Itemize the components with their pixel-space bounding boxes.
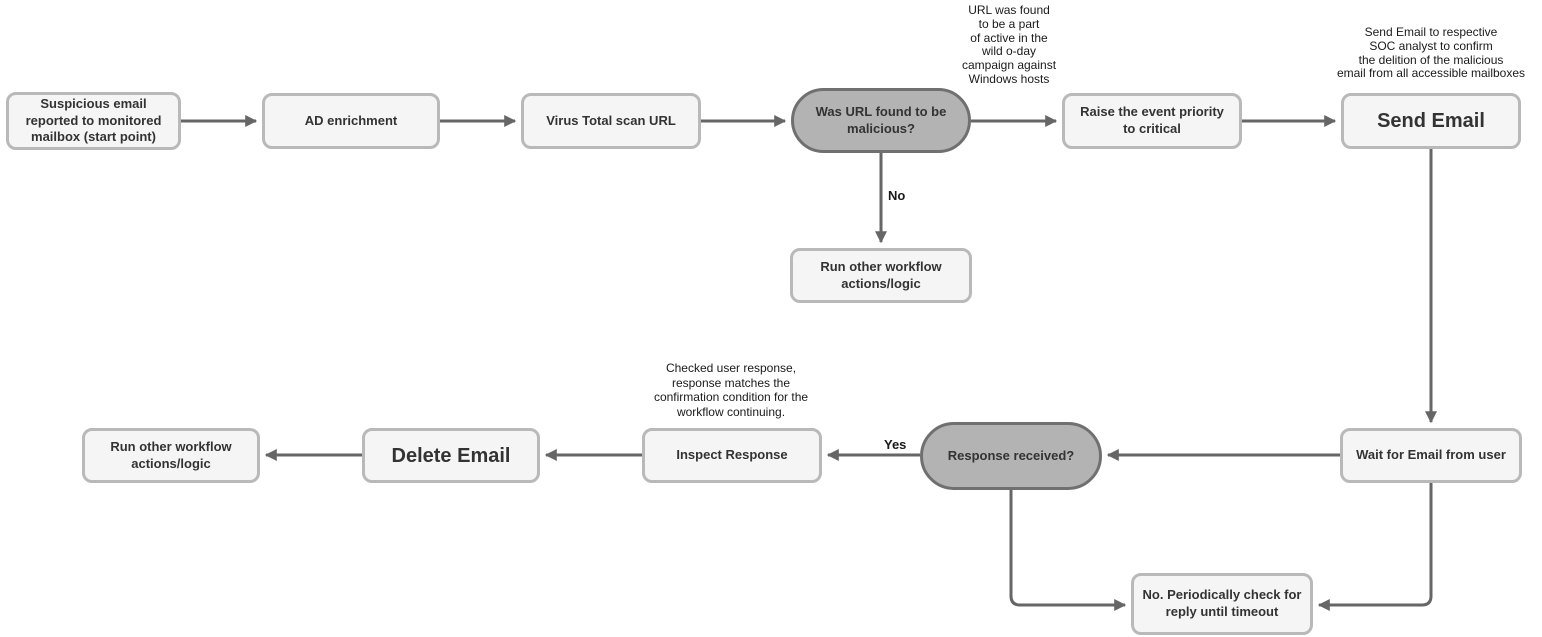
node-virus-total-label: Virus Total scan URL: [546, 112, 676, 128]
node-ad-enrichment[interactable]: AD enrichment: [262, 93, 440, 149]
node-run-other-workflow-bottom-label: Run other workflow actions/logic: [110, 438, 232, 471]
node-send-email-label: Send Email: [1377, 110, 1485, 132]
node-inspect-response-label: Inspect Response: [676, 447, 788, 463]
node-url-malicious-decision-label: Was URL found to be malicious?: [815, 103, 947, 136]
node-response-received-decision[interactable]: Response received?: [920, 422, 1102, 490]
annotation-line: campaign against: [961, 58, 1057, 73]
edge-label-no: No: [888, 188, 906, 203]
node-start-label: Suspicious email reported to monitored m…: [25, 95, 162, 145]
annotation-line: Checked user response,: [665, 361, 797, 375]
node-virus-total[interactable]: Virus Total scan URL: [521, 93, 701, 149]
annotation-line: Windows hosts: [968, 71, 1050, 86]
node-wait-for-email[interactable]: Wait for Email from user: [1340, 428, 1522, 483]
node-run-other-workflow-top[interactable]: Run other workflow actions/logic: [790, 248, 972, 303]
node-periodic-check[interactable]: No. Periodically check for reply until t…: [1131, 573, 1313, 635]
annotation-line: confirmation condition for the: [653, 390, 809, 404]
edge-response-no-to-periodic: [1009, 490, 1127, 611]
node-periodic-check-label: No. Periodically check for reply until t…: [1142, 587, 1302, 619]
node-delete-email[interactable]: Delete Email: [362, 428, 540, 483]
node-raise-priority-label: Raise the event priority to critical: [1080, 104, 1224, 136]
annotation-line: wild o-day: [981, 44, 1037, 59]
node-ad-enrichment-label: AD enrichment: [304, 112, 398, 128]
annotation-zero-day-campaign: URL was found to be a part of active in …: [929, 3, 1089, 87]
annotation-line: workflow continuing.: [676, 404, 786, 419]
node-wait-for-email-label: Wait for Email from user: [1356, 447, 1506, 463]
node-run-other-workflow-bottom[interactable]: Run other workflow actions/logic: [82, 428, 260, 483]
node-raise-priority[interactable]: Raise the event priority to critical: [1062, 93, 1242, 149]
annotation-line: email from all accessible mailboxes: [1336, 66, 1526, 81]
node-start[interactable]: Suspicious email reported to monitored m…: [6, 92, 181, 150]
edge-wait-down-to-periodic: [1317, 483, 1433, 611]
annotation-line: of active in the: [970, 30, 1048, 45]
node-run-other-workflow-top-label: Run other workflow actions/logic: [820, 258, 942, 291]
node-url-malicious-decision[interactable]: Was URL found to be malicious?: [791, 88, 971, 153]
node-delete-email-label: Delete Email: [391, 444, 511, 467]
annotation-line: SOC analyst to confirm: [1369, 38, 1493, 53]
annotation-line: URL was found: [968, 3, 1050, 17]
node-response-received-decision-label: Response received?: [947, 447, 1075, 463]
annotation-line: Send Email to respective: [1364, 25, 1498, 39]
edge-label-yes: Yes: [884, 437, 907, 452]
annotation-line: the delition of the malicious: [1358, 52, 1504, 67]
node-inspect-response[interactable]: Inspect Response: [642, 428, 822, 483]
annotation-line: to be a part: [978, 16, 1040, 31]
node-send-email[interactable]: Send Email: [1341, 93, 1521, 149]
annotation-inspect-response-note: Checked user response, response matches …: [631, 361, 831, 419]
annotation-line: response matches the: [671, 375, 791, 390]
annotation-send-email-note: Send Email to respective SOC analyst to …: [1306, 25, 1542, 81]
